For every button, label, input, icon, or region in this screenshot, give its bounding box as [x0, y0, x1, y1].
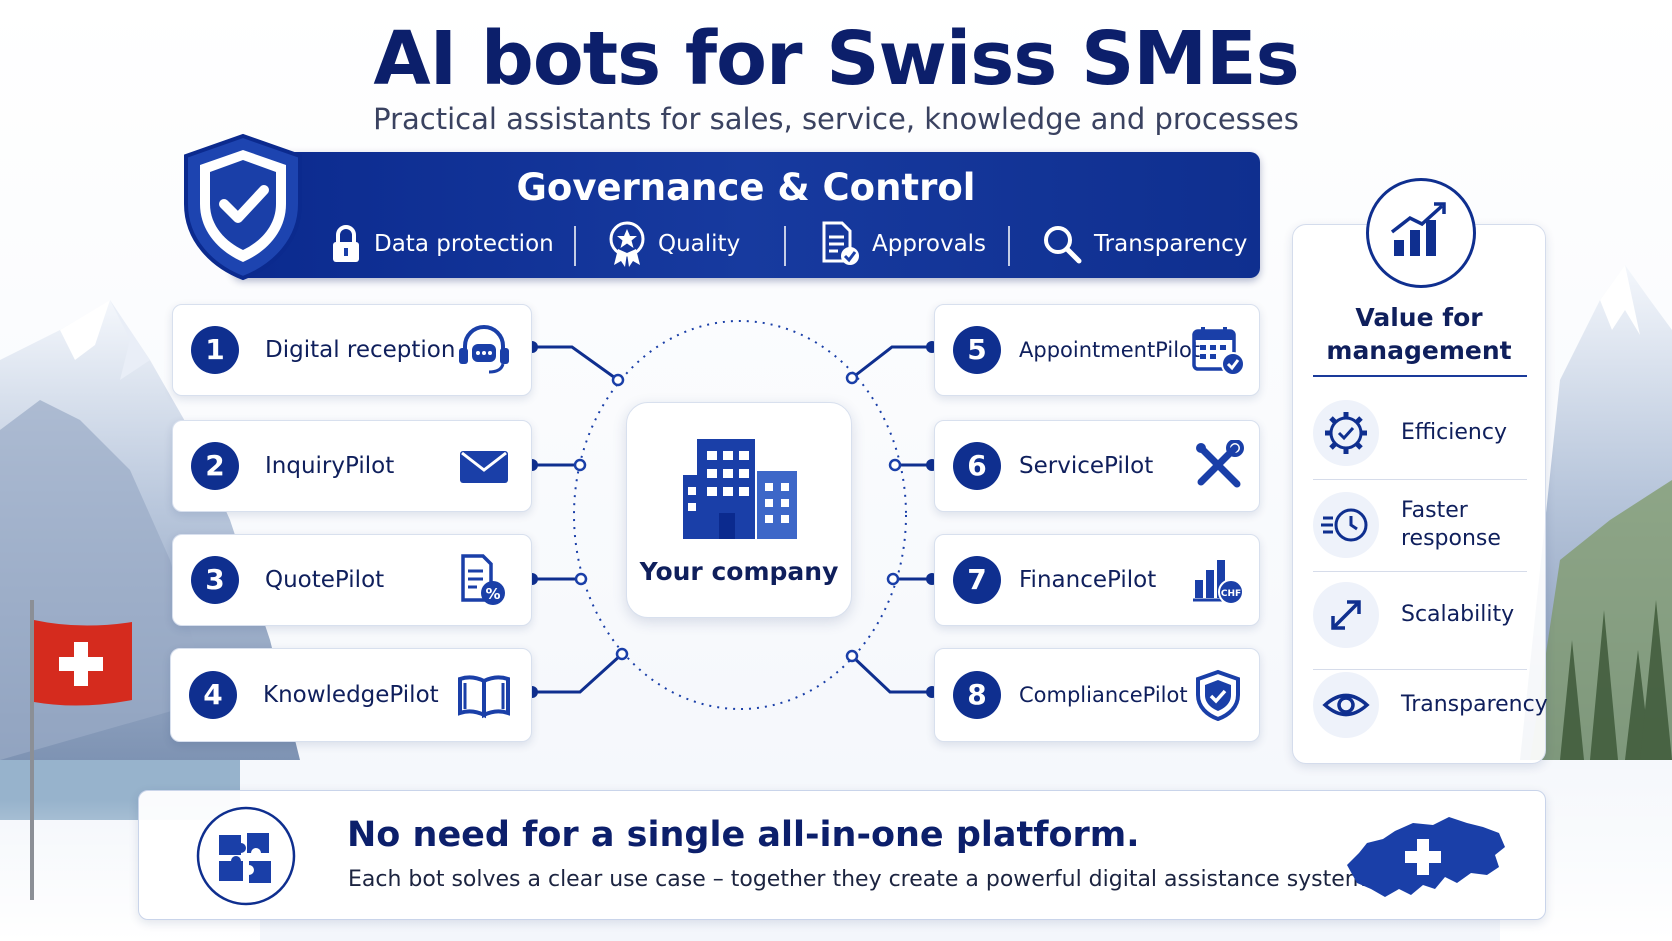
- governance-banner: Governance & Control Data protection Qua…: [232, 152, 1260, 278]
- chart-chf-icon: CHF: [1193, 560, 1244, 605]
- chf-badge: CHF: [1221, 589, 1241, 599]
- bot-card-quotepilot[interactable]: 3 QuotePilot %: [172, 534, 532, 626]
- open-book-icon: [458, 675, 510, 719]
- bot-number-badge: 2: [191, 442, 239, 490]
- governance-item-label: Data protection: [374, 231, 554, 257]
- governance-item-label: Transparency: [1094, 231, 1248, 257]
- shield-check-icon: [1196, 669, 1240, 721]
- divider: [574, 226, 576, 266]
- divider: [1008, 226, 1010, 266]
- shield-check-icon: [184, 133, 302, 281]
- value-panel: Value for management Efficiency: [1292, 224, 1548, 764]
- bottom-banner: No need for a single all-in-one platform…: [138, 790, 1546, 920]
- bot-label: KnowledgePilot: [263, 682, 439, 708]
- award-icon: [609, 221, 645, 267]
- bot-card-appointmentpilot[interactable]: 5 AppointmentPilot: [934, 304, 1260, 396]
- divider: [784, 226, 786, 266]
- bot-number-badge: 4: [189, 671, 237, 719]
- switzerland-map-icon: [1347, 817, 1505, 897]
- bot-number-badge: 5: [953, 326, 1001, 374]
- page-title: AI bots for Swiss SMEs: [373, 16, 1299, 102]
- office-building-icon: [683, 439, 797, 539]
- bot-card-financepilot[interactable]: 7 FinancePilot CHF: [934, 534, 1260, 626]
- value-item-faster-response: Faster response: [1313, 485, 1535, 565]
- magnifier-icon: [1044, 226, 1082, 264]
- governance-title: Governance & Control: [516, 166, 976, 209]
- bot-label: FinancePilot: [1019, 567, 1157, 593]
- bot-number-badge: 8: [953, 671, 1001, 719]
- governance-item-transparency: Transparency: [1042, 222, 1247, 266]
- company-label: Your company: [639, 557, 839, 586]
- value-item-label: Scalability: [1401, 602, 1515, 627]
- lock-icon: [333, 225, 359, 262]
- swiss-flag: [30, 600, 132, 900]
- page-subtitle: Practical assistants for sales, service,…: [373, 102, 1299, 136]
- diagonal-arrows-icon: [1331, 600, 1361, 630]
- envelope-icon: [460, 451, 508, 483]
- divider: [1313, 571, 1527, 572]
- value-item-label: Transparency: [1401, 692, 1548, 717]
- bot-label: ServicePilot: [1019, 453, 1154, 479]
- gear-check-icon: [1325, 412, 1367, 454]
- bottom-heading: No need for a single all-in-one platform…: [347, 815, 1140, 855]
- calendar-check-icon: [1192, 327, 1245, 376]
- governance-item-quality: Quality: [608, 221, 741, 267]
- bot-number-badge: 6: [953, 442, 1001, 490]
- governance-item-approvals: Approvals: [820, 221, 987, 266]
- bot-card-servicepilot[interactable]: 6 ServicePilot: [934, 420, 1260, 512]
- divider: [1313, 669, 1527, 670]
- governance-item-data-protection: Data protection: [330, 222, 554, 266]
- value-item-transparency: Transparency: [1313, 665, 1548, 745]
- value-item-label: Faster response: [1401, 498, 1501, 551]
- value-item-scalability: Scalability: [1313, 575, 1535, 655]
- bot-label: InquiryPilot: [265, 453, 395, 479]
- document-percent-icon: %: [461, 554, 505, 605]
- company-hub: Your company: [626, 402, 852, 618]
- value-item-efficiency: Efficiency: [1313, 393, 1535, 473]
- bot-label: Digital reception: [265, 337, 456, 363]
- governance-item-label: Approvals: [872, 231, 987, 257]
- svg-text:%: %: [485, 585, 500, 603]
- bot-number-badge: 3: [191, 556, 239, 604]
- bot-card-digital-reception[interactable]: 1 Digital reception: [172, 304, 532, 396]
- value-item-label: Efficiency: [1401, 420, 1507, 445]
- bot-card-inquirypilot[interactable]: 2 InquiryPilot: [172, 420, 532, 512]
- divider: [1313, 479, 1527, 480]
- value-panel-title: Value for management: [1326, 303, 1512, 365]
- document-check-icon: [822, 221, 859, 265]
- bot-label: AppointmentPilot: [1019, 338, 1201, 362]
- eye-icon: [1322, 693, 1370, 717]
- puzzle-icon: [195, 805, 297, 907]
- bot-label: QuotePilot: [265, 567, 385, 593]
- fast-clock-icon: [1321, 508, 1368, 542]
- bot-card-compliancepilot[interactable]: 8 CompliancePilot: [934, 648, 1260, 742]
- bottom-text: Each bot solves a clear use case – toget…: [348, 867, 1374, 892]
- headset-chat-icon: [459, 325, 509, 374]
- bot-card-knowledgepilot[interactable]: 4 KnowledgePilot: [170, 648, 532, 742]
- divider: [1313, 375, 1527, 377]
- bot-label: CompliancePilot: [1019, 683, 1188, 707]
- bot-number-badge: 7: [953, 556, 1001, 604]
- tools-icon: [1196, 440, 1244, 488]
- growth-chart-icon: [1366, 178, 1476, 288]
- bot-number-badge: 1: [191, 326, 239, 374]
- governance-item-label: Quality: [658, 231, 741, 257]
